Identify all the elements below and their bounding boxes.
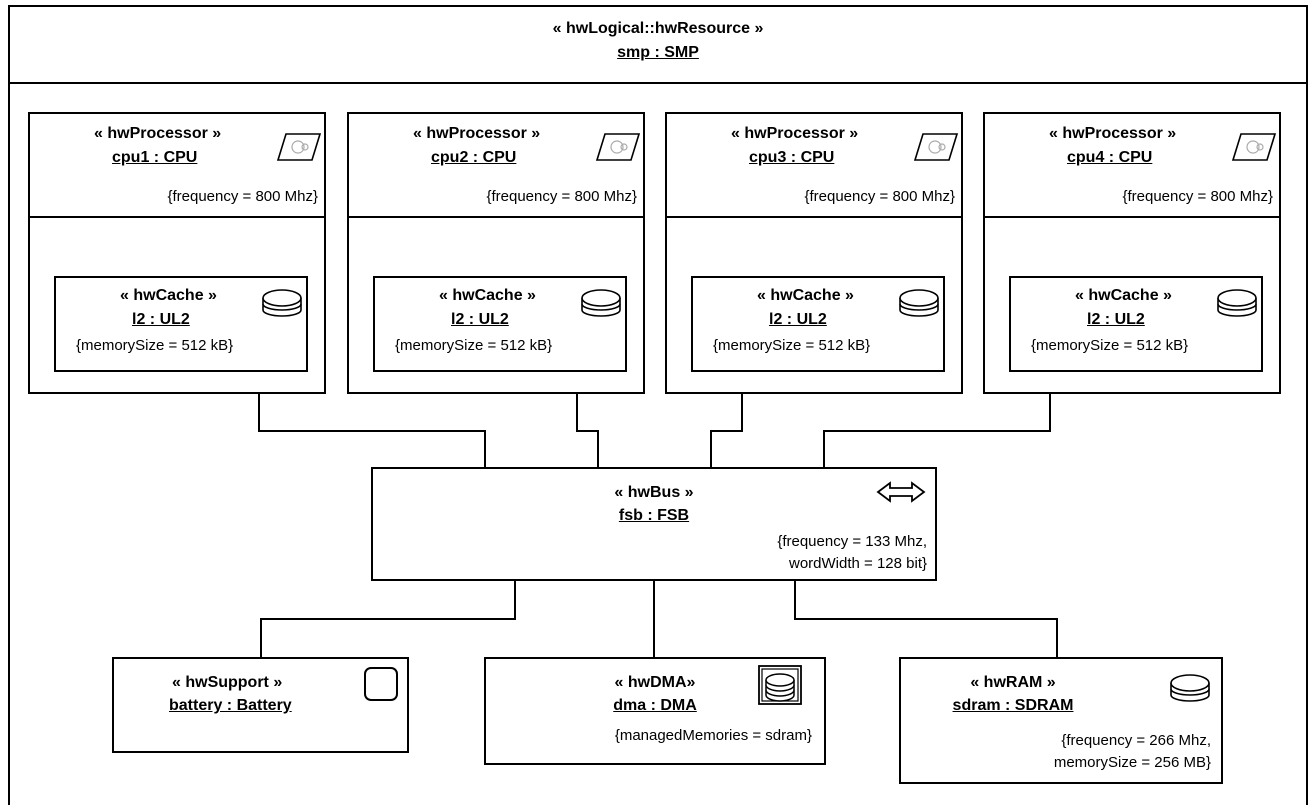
processor-props: {frequency = 800 Mhz} (167, 188, 318, 205)
connector-cpu4 (823, 430, 1051, 432)
processor-stereotype: « hwProcessor » (94, 125, 222, 142)
connector-cpu1 (258, 430, 486, 432)
processor-header: « hwProcessor » cpu1 : CPU {frequency = … (30, 114, 324, 218)
cache-name: l2 : UL2 (769, 311, 827, 328)
processor-props: {frequency = 800 Mhz} (1122, 188, 1273, 205)
bus-node: « hwBus » fsb : FSB {frequency = 133 Mhz… (371, 467, 937, 581)
ram-memory-icon (1170, 674, 1210, 702)
connector-cpu4 (1049, 392, 1051, 432)
support-name: battery : Battery (169, 697, 292, 714)
processor-header: « hwProcessor » cpu4 : CPU {frequency = … (985, 114, 1279, 218)
processor-header: « hwProcessor » cpu2 : CPU {frequency = … (349, 114, 643, 218)
connector-cpu1 (258, 392, 260, 432)
connector-ram (1056, 618, 1058, 658)
smp-resource-header: « hwLogical::hwResource » smp : SMP (8, 5, 1308, 84)
processor-name: cpu4 : CPU (1067, 149, 1153, 166)
resource-stereotype: « hwLogical::hwResource » (552, 20, 764, 37)
connector-battery (260, 618, 516, 620)
processor-node: « hwProcessor » cpu1 : CPU {frequency = … (28, 112, 326, 394)
support-stereotype: « hwSupport » (172, 674, 283, 691)
ram-name: sdram : SDRAM (952, 697, 1074, 714)
processor-node: « hwProcessor » cpu2 : CPU {frequency = … (347, 112, 645, 394)
resource-name: smp : SMP (617, 44, 699, 61)
memory-stack-icon (262, 289, 302, 317)
processor-props: {frequency = 800 Mhz} (486, 188, 637, 205)
cache-node: « hwCache » l2 : UL2 {memorySize = 512 k… (54, 276, 308, 372)
processor-stereotype: « hwProcessor » (731, 125, 859, 142)
cache-props: {memorySize = 512 kB} (395, 337, 553, 354)
connector-cpu2 (597, 430, 599, 468)
connector-battery (260, 618, 262, 658)
bus-stereotype: « hwBus » (614, 484, 694, 501)
memory-stack-icon (1217, 289, 1257, 317)
dma-stereotype: « hwDMA» (614, 674, 696, 691)
cache-name: l2 : UL2 (1087, 311, 1145, 328)
cache-stereotype: « hwCache » (1075, 287, 1172, 304)
cache-stereotype: « hwCache » (120, 287, 217, 304)
cache-name: l2 : UL2 (132, 311, 190, 328)
cache-node: « hwCache » l2 : UL2 {memorySize = 512 k… (691, 276, 945, 372)
processor-node: « hwProcessor » cpu3 : CPU {frequency = … (665, 112, 963, 394)
bidirectional-arrow-icon (876, 481, 926, 503)
processor-chip-icon (595, 133, 641, 161)
cache-props: {memorySize = 512 kB} (1031, 337, 1189, 354)
cache-node: « hwCache » l2 : UL2 {memorySize = 512 k… (373, 276, 627, 372)
processor-chip-icon (1231, 133, 1277, 161)
processor-stereotype: « hwProcessor » (413, 125, 541, 142)
memory-stack-icon (581, 289, 621, 317)
dma-memory-icon (758, 665, 802, 705)
cache-stereotype: « hwCache » (757, 287, 854, 304)
dma-node: « hwDMA» dma : DMA {managedMemories = sd… (484, 657, 826, 765)
cache-props: {memorySize = 512 kB} (76, 337, 234, 354)
ram-props-line2: memorySize = 256 MB} (1053, 754, 1211, 771)
connector-cpu2 (576, 430, 599, 432)
ram-stereotype: « hwRAM » (970, 674, 1056, 691)
connector-battery (514, 580, 516, 620)
bus-props-line2: wordWidth = 128 bit} (789, 555, 927, 572)
processor-chip-icon (276, 133, 322, 161)
cache-stereotype: « hwCache » (439, 287, 536, 304)
cache-node: « hwCache » l2 : UL2 {memorySize = 512 k… (1009, 276, 1263, 372)
cache-name: l2 : UL2 (451, 311, 509, 328)
processor-header: « hwProcessor » cpu3 : CPU {frequency = … (667, 114, 961, 218)
processor-stereotype: « hwProcessor » (1049, 125, 1177, 142)
support-node: « hwSupport » battery : Battery (112, 657, 409, 753)
connector-ram (794, 580, 796, 620)
bus-props-line1: {frequency = 133 Mhz, (777, 533, 927, 550)
processor-props: {frequency = 800 Mhz} (804, 188, 955, 205)
dma-name: dma : DMA (613, 697, 697, 714)
processor-node: « hwProcessor » cpu4 : CPU {frequency = … (983, 112, 1281, 394)
connector-cpu1 (484, 430, 486, 468)
cache-props: {memorySize = 512 kB} (713, 337, 871, 354)
ram-props-line1: {frequency = 266 Mhz, (1061, 732, 1211, 749)
connector-dma (653, 580, 655, 658)
dma-props: {managedMemories = sdram} (614, 727, 812, 744)
support-rounded-square-icon (364, 667, 398, 701)
connector-cpu3 (741, 392, 743, 432)
connector-cpu4 (823, 430, 825, 468)
ram-node: « hwRAM » sdram : SDRAM {frequency = 266… (899, 657, 1223, 784)
processor-name: cpu3 : CPU (749, 149, 835, 166)
bus-name: fsb : FSB (618, 507, 690, 524)
processor-chip-icon (913, 133, 959, 161)
processor-name: cpu1 : CPU (112, 149, 198, 166)
memory-stack-icon (899, 289, 939, 317)
connector-cpu3 (710, 430, 712, 468)
connector-cpu2 (576, 392, 578, 432)
connector-ram (794, 618, 1058, 620)
connector-cpu3 (710, 430, 743, 432)
processor-name: cpu2 : CPU (431, 149, 517, 166)
